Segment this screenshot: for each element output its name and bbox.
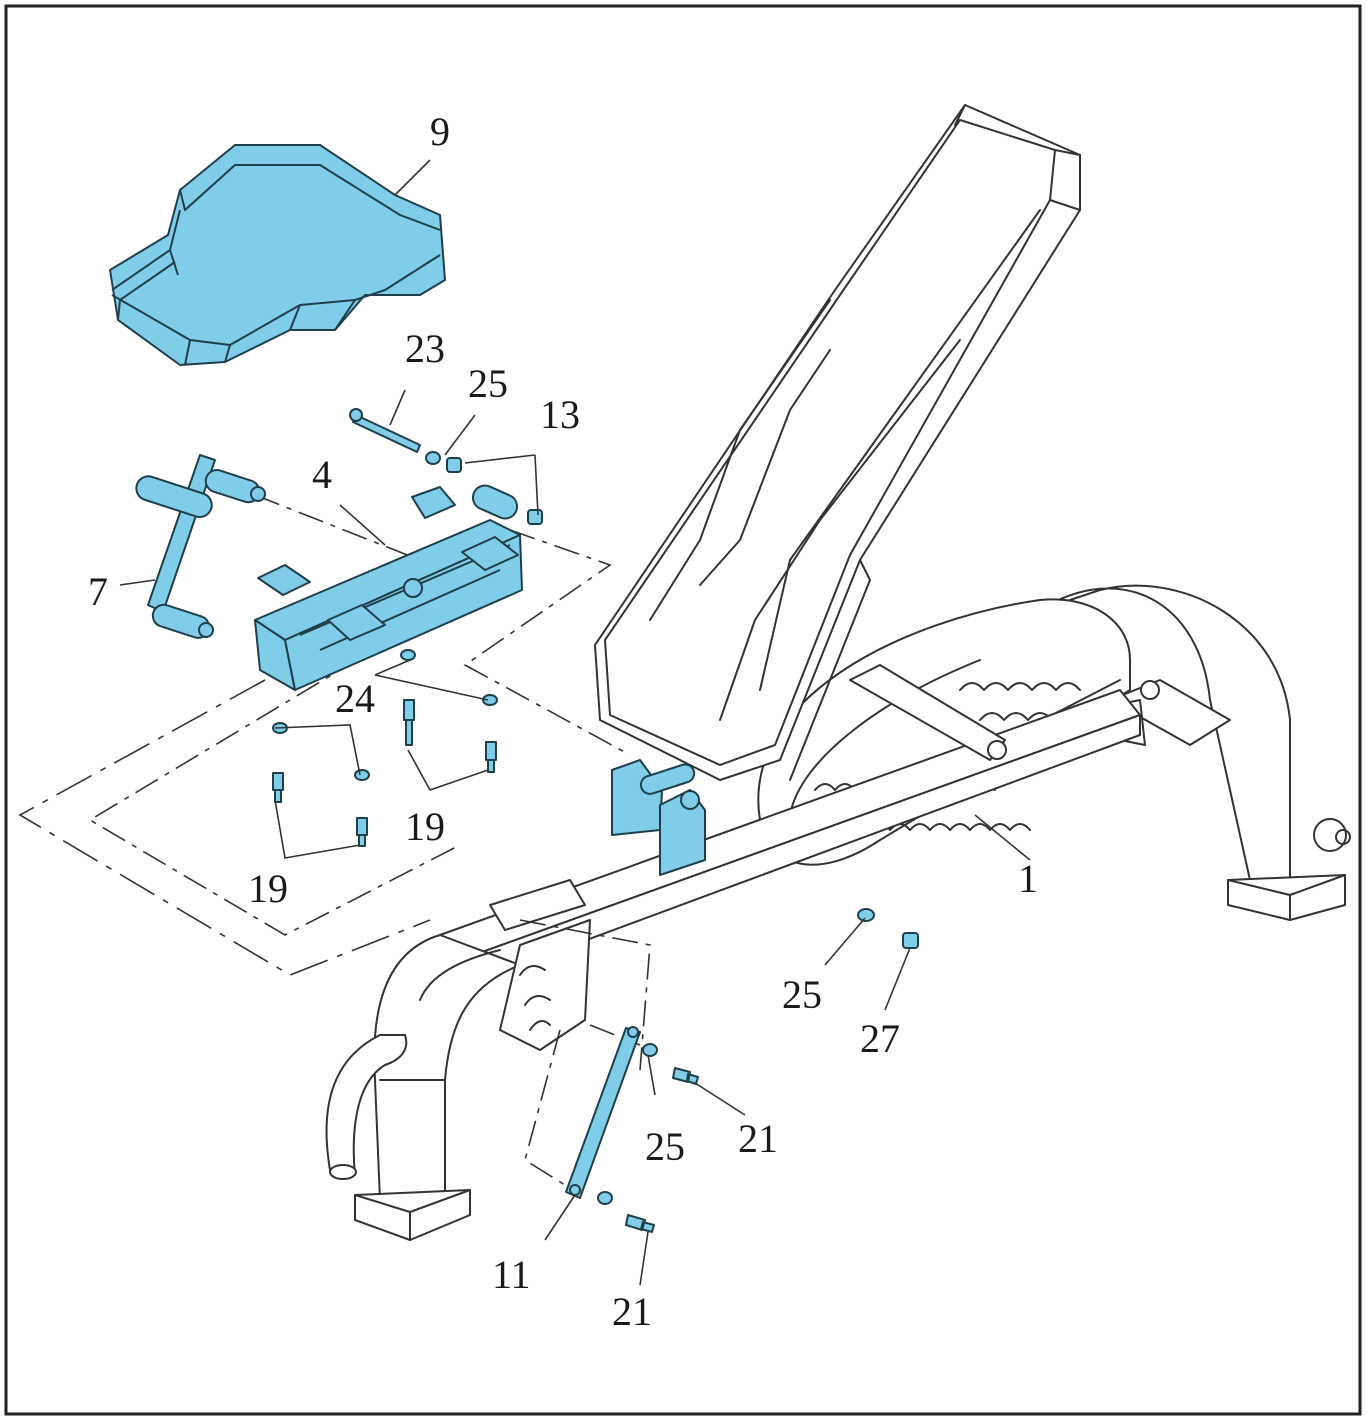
roller-bracket	[135, 454, 266, 639]
label-part-25: 25	[468, 361, 508, 406]
pivot-bracket	[611, 759, 663, 836]
part-labels: 9 23 25 13 4 7 24 19 19 1 25 27 25 21 11…	[88, 109, 1038, 1334]
label-part-25: 25	[645, 1124, 685, 1169]
label-part-27: 27	[860, 1016, 900, 1061]
hardware	[272, 408, 919, 1233]
front-leg	[373, 934, 521, 1201]
label-part-23: 23	[405, 326, 445, 371]
assembly-guide-lines	[18, 494, 651, 1186]
label-part-24: 24	[335, 676, 375, 721]
label-part-7: 7	[88, 569, 108, 614]
rear-leg	[1039, 584, 1291, 881]
label-part-19: 19	[405, 804, 445, 849]
leader-lines	[119, 159, 1031, 1286]
front-foot	[354, 1189, 471, 1241]
bolt-23	[352, 414, 421, 453]
label-part-9: 9	[430, 109, 450, 154]
seat-pad-shape	[109, 144, 446, 366]
label-part-25: 25	[782, 972, 822, 1017]
label-part-21: 21	[738, 1116, 778, 1161]
backrest-pad	[594, 104, 1081, 781]
rear-wheel	[1313, 818, 1347, 852]
seat-pad	[109, 144, 446, 366]
front-handle	[325, 1034, 408, 1176]
label-part-4: 4	[312, 452, 332, 497]
label-part-21: 21	[612, 1289, 652, 1334]
diagram-border	[4, 4, 1362, 1416]
seat-frame	[254, 484, 523, 691]
bench-frame	[325, 584, 1351, 1241]
label-part-13: 13	[540, 392, 580, 437]
link-bar-11	[565, 1027, 641, 1199]
label-part-1: 1	[1018, 856, 1038, 901]
label-part-11: 11	[492, 1252, 531, 1297]
label-part-19: 19	[248, 866, 288, 911]
